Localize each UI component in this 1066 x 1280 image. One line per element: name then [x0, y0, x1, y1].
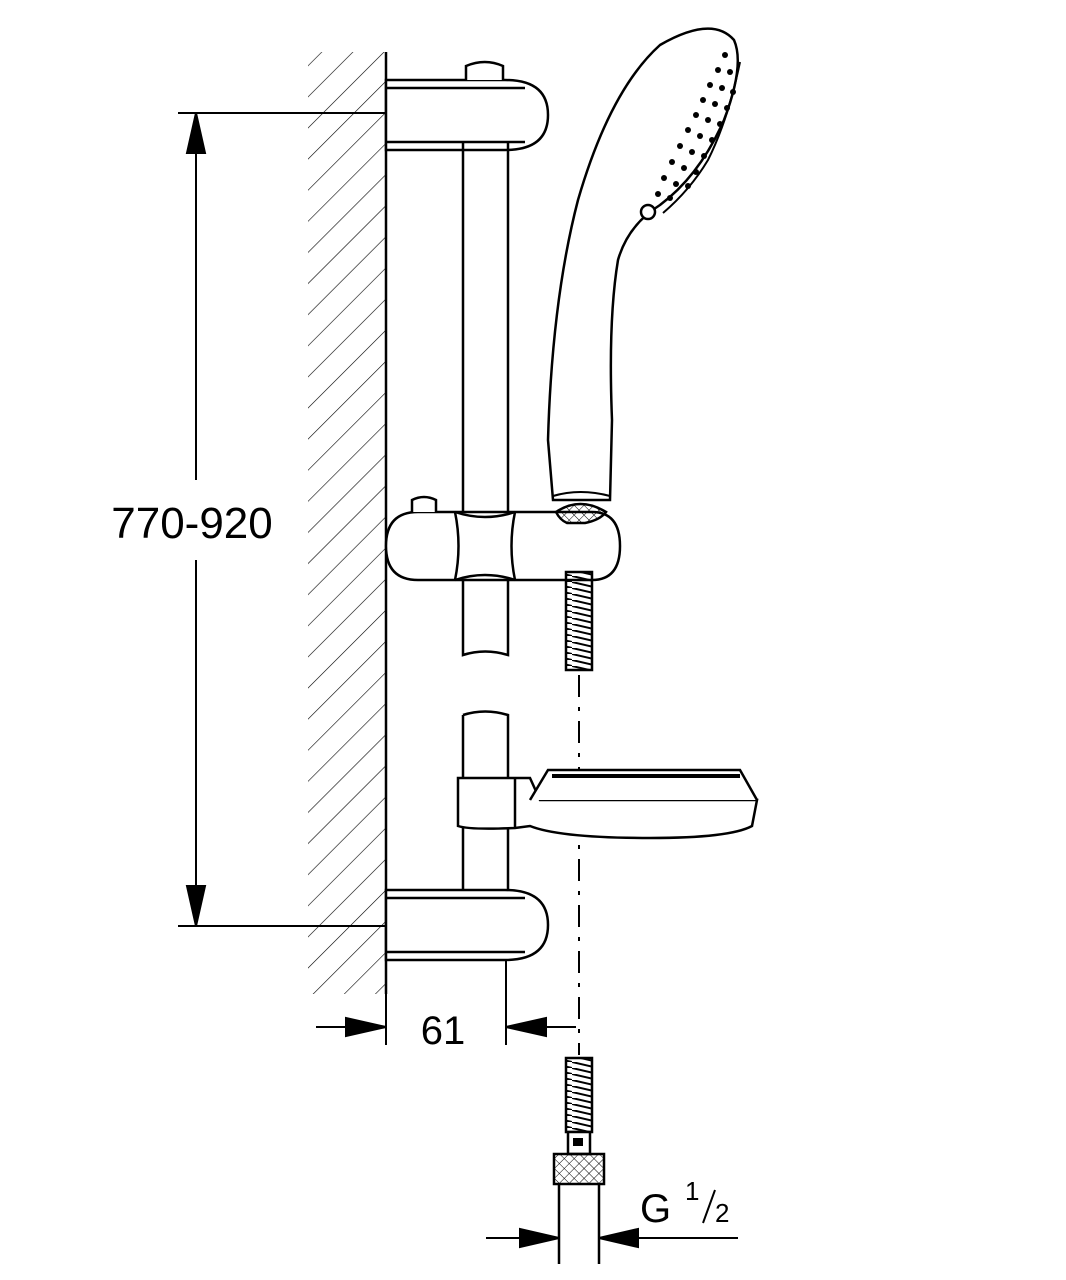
holder-knurled-nut	[554, 502, 608, 525]
hand-shower-base-ring	[552, 491, 611, 497]
hand-shower-spray-nozzles	[655, 52, 736, 201]
dimension-wall-offset	[316, 960, 576, 1045]
holder-grip-bottom	[454, 573, 516, 582]
hose-connection-nut	[552, 1152, 606, 1186]
hand-shower-body	[546, 27, 739, 502]
rail-upper-section	[461, 150, 510, 657]
shower-hose-upper	[564, 570, 594, 1055]
rail-height-label: 770-920	[111, 499, 272, 548]
thread-label-letter: G	[640, 1187, 671, 1231]
thread-fraction-slash	[702, 1189, 716, 1224]
holder-release-button	[410, 495, 438, 512]
offset-arrow-left	[345, 1016, 387, 1038]
rail-lower-section	[462, 710, 510, 890]
thread-label-numerator: 1	[685, 1176, 699, 1206]
hose-lower-segment	[564, 1056, 594, 1134]
hand-shower-spray-selector	[639, 203, 657, 221]
holder-grip-top	[454, 510, 516, 519]
thread-arrow-left	[519, 1227, 560, 1249]
top-bracket-body	[384, 78, 550, 152]
bottom-bracket-body	[384, 888, 550, 962]
soap-dish	[456, 768, 759, 840]
offset-arrow-right	[505, 1016, 547, 1038]
wall	[308, 52, 388, 994]
shower-hose-lower	[552, 1056, 606, 1264]
dimension-thread-size	[486, 1227, 738, 1249]
dim-arrow-up	[185, 112, 207, 154]
thread-arrow-right	[598, 1227, 639, 1249]
bottom-wall-bracket	[384, 888, 550, 962]
holder-grip-right	[510, 511, 517, 581]
hose-upper-segment	[564, 570, 594, 672]
dimension-rail-height	[178, 112, 386, 927]
top-wall-bracket	[384, 60, 550, 152]
dim-arrow-down	[185, 885, 207, 927]
thread-label-denominator: 2	[715, 1198, 729, 1228]
sliding-holder	[384, 495, 622, 582]
wall-offset-label: 61	[421, 1009, 466, 1053]
hand-shower	[546, 27, 741, 502]
holder-grip-left	[453, 511, 460, 581]
top-bracket-screw-cap	[464, 60, 505, 80]
wall-hatching	[308, 52, 386, 994]
hose-cone-mark	[573, 1138, 583, 1146]
